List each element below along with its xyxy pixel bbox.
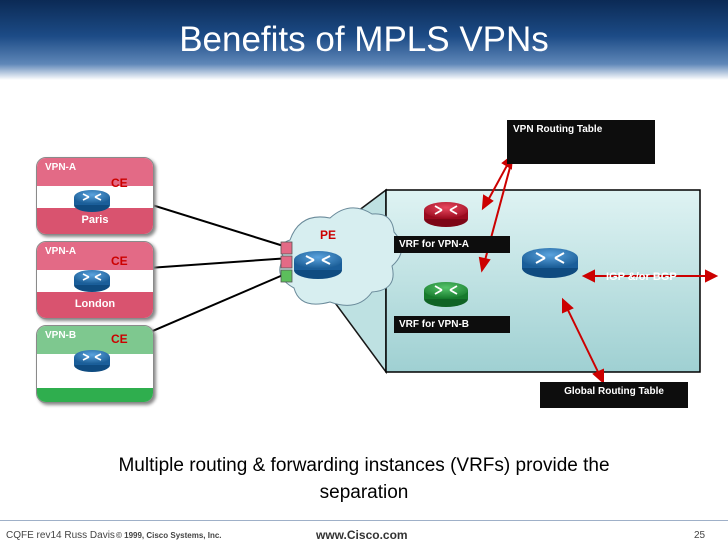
vpn-label: VPN-A xyxy=(45,162,77,173)
vrf-b-router-icon xyxy=(424,282,468,307)
caption-line-1: Multiple routing & forwarding instances … xyxy=(118,455,610,476)
vpn-label: VPN-B xyxy=(45,330,77,341)
pe-interface-b xyxy=(280,269,293,283)
page-number: 25 xyxy=(694,530,706,541)
vrf-a-router-icon xyxy=(424,202,468,227)
site-name xyxy=(37,388,153,402)
footer-course: CQFE rev14 Russ Davis xyxy=(6,530,115,541)
pe-router-icon xyxy=(294,251,342,279)
provider-cloud xyxy=(279,207,402,306)
caption-line-2: separation xyxy=(319,482,409,503)
vpn-routing-table-callout: VPN Routing Table xyxy=(507,120,655,164)
ce-label: CE xyxy=(111,176,128,190)
customer-site-vpn-b: VPN-B CE xyxy=(36,325,154,403)
ce-label: CE xyxy=(111,254,128,268)
igp-bgp-label: IGP &/or BGP xyxy=(606,271,677,283)
footer-url: www.Cisco.com xyxy=(316,528,408,542)
pe-interface-a2 xyxy=(280,255,293,269)
vpn-label: VPN-A xyxy=(45,246,77,257)
vpn-a-band: VPN-A xyxy=(37,242,153,270)
vrf-a-label: VRF for VPN-A xyxy=(394,236,510,253)
slide-caption: Multiple routing & forwarding instances … xyxy=(0,452,728,506)
pe-interface-a xyxy=(280,241,293,255)
vpn-a-band: VPN-A xyxy=(37,158,153,186)
global-routing-table-callout: Global Routing Table xyxy=(540,382,688,408)
ce-label: CE xyxy=(111,332,128,346)
slide-title: Benefits of MPLS VPNs xyxy=(179,20,549,59)
site-name: Paris xyxy=(37,208,153,234)
global-router-icon xyxy=(522,248,578,278)
vpn-b-band: VPN-B xyxy=(37,326,153,354)
vrf-b-label: VRF for VPN-B xyxy=(394,316,510,333)
title-banner xyxy=(0,0,728,80)
footer-copyright: © 1999, Cisco Systems, Inc. xyxy=(116,531,222,540)
customer-site-london: VPN-A CE London xyxy=(36,241,154,319)
site-name: London xyxy=(37,292,153,318)
customer-site-paris: VPN-A CE Paris xyxy=(36,157,154,235)
footer-divider xyxy=(0,520,728,521)
pe-label: PE xyxy=(320,228,337,242)
